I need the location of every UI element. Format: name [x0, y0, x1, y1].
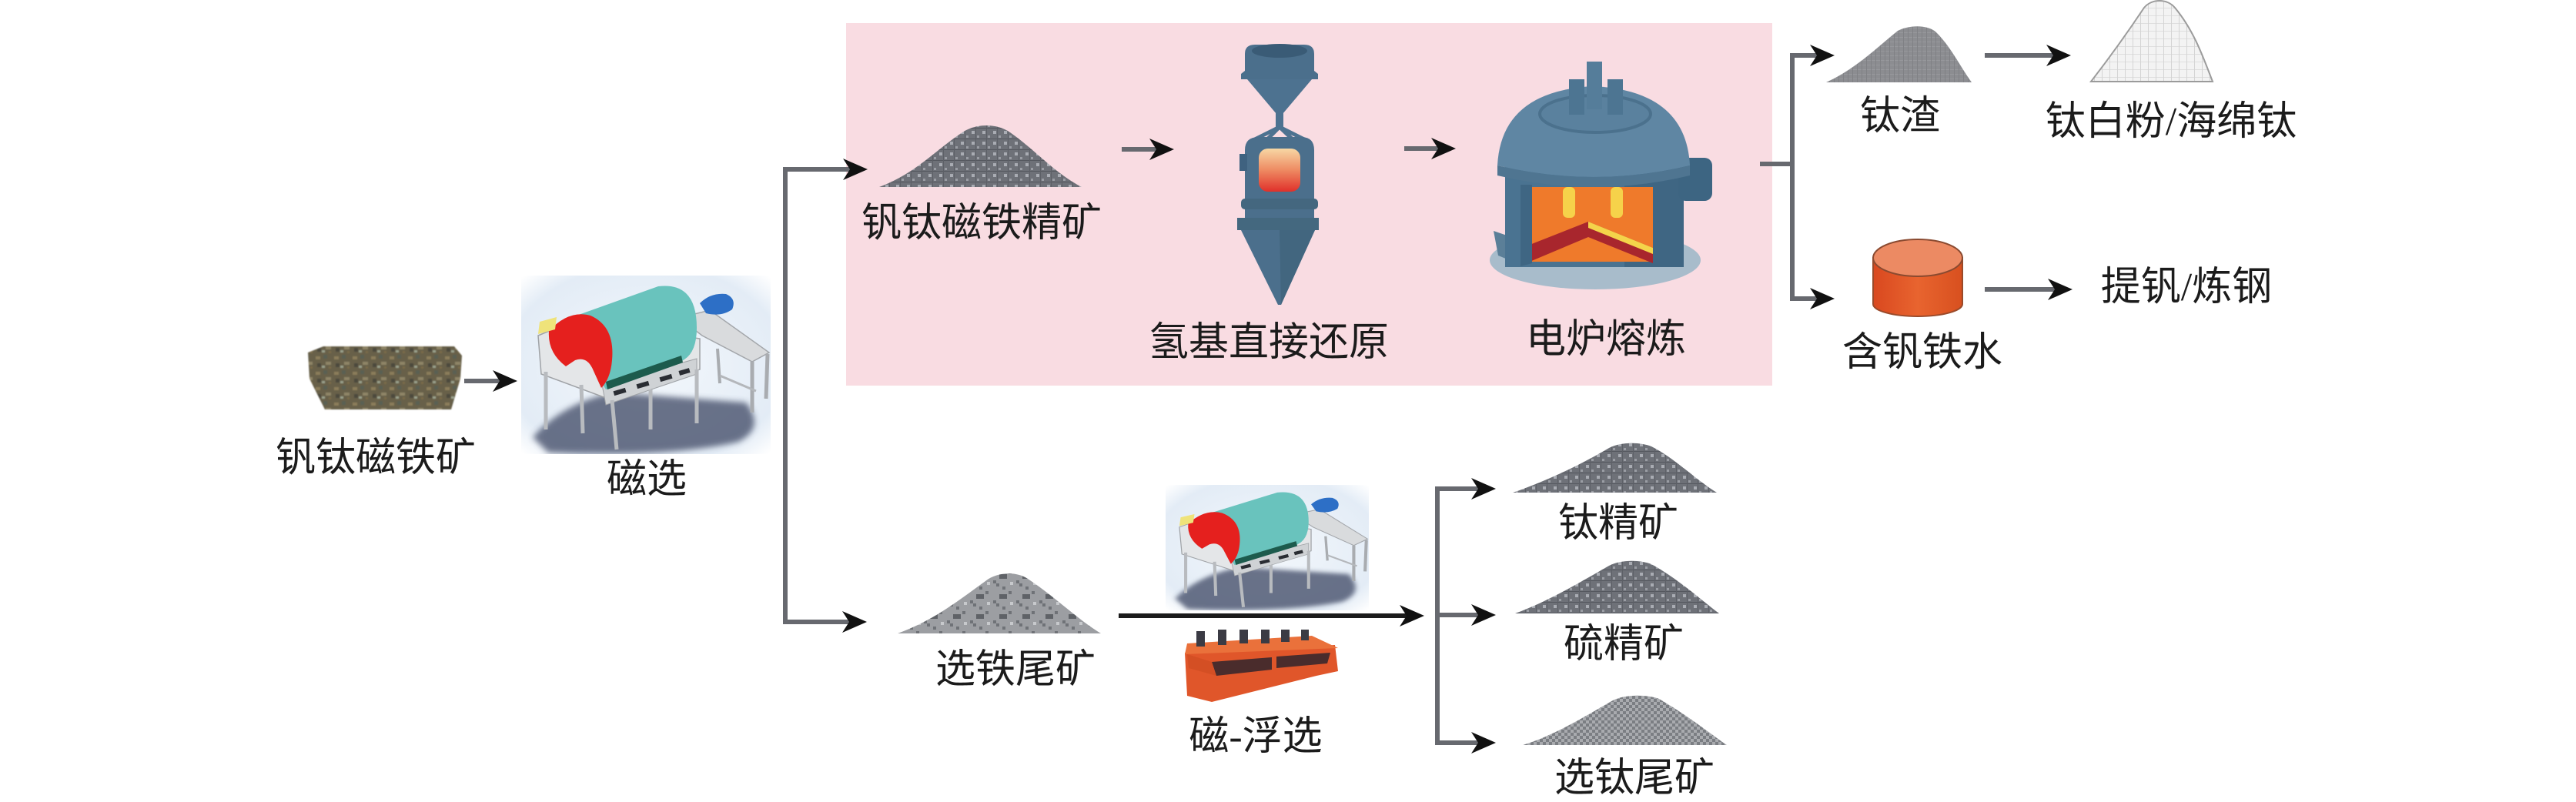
label-titanium-slag: 钛渣	[1860, 95, 1940, 139]
label-titanium-products: 钛白粉/海绵钛	[2046, 100, 2297, 144]
connectors	[464, 45, 2073, 754]
label-vanadium-extraction-steelmaking: 提钒/炼钢	[2101, 266, 2272, 309]
labels: 钒钛磁铁矿 磁选 钒钛磁铁精矿 氢基直接还原 电炉熔炼 钛渣 钛白粉/海绵钛 含…	[276, 95, 2297, 800]
magnetic-separator-small-icon	[1166, 485, 1369, 610]
sulfur-concentrate-pile-icon	[1515, 560, 1719, 613]
label-electric-furnace-smelting: 电炉熔炼	[1526, 318, 1686, 362]
label-titanium-tailings: 选钛尾矿	[1554, 757, 1715, 800]
electric-furnace-icon	[1490, 62, 1712, 289]
label-magnetic-flotation: 磁-浮选	[1189, 715, 1322, 759]
label-magnetic-separation: 磁选	[607, 458, 687, 502]
arrow-magnetic-separation-to-concentrate	[783, 159, 868, 396]
arrow-smelting-to-titanium-slag	[1790, 45, 1835, 164]
flotation-cell-icon	[1185, 630, 1338, 702]
label-vti-concentrate: 钒钛磁铁精矿	[861, 202, 1102, 246]
arrow-magnetic-separation-to-iron-tailings	[783, 396, 867, 633]
shaft-furnace-icon	[1237, 44, 1319, 305]
arrow-to-titanium-concentrate	[1435, 478, 1496, 616]
arrow-smelting-to-hot-metal	[1790, 164, 1835, 309]
label-sulfur-concentrate: 硫精矿	[1564, 623, 1684, 667]
molten-iron-icon	[1872, 239, 1963, 317]
titanium-concentrate-pile-icon	[1513, 443, 1717, 493]
label-titanium-concentrate: 钛精矿	[1558, 502, 1678, 546]
concentrate-pile-icon	[879, 125, 1082, 187]
label-iron-tailings: 选铁尾矿	[935, 648, 1096, 692]
label-raw-ore: 钒钛磁铁矿	[276, 436, 476, 480]
titanium-tailings-pile-icon	[1523, 695, 1727, 745]
label-vanadium-hot-metal: 含钒铁水	[1842, 331, 2002, 375]
ore-rock-icon	[308, 346, 462, 409]
titanium-slag-pile-icon	[1826, 26, 1972, 82]
iron-tailings-pile-icon	[898, 573, 1101, 633]
label-hydrogen-direct-reduction: 氢基直接还原	[1149, 321, 1389, 365]
arrow-to-titanium-tailings	[1435, 616, 1496, 754]
magnetic-separator-icon	[521, 276, 771, 454]
titanium-white-pile-icon	[2089, 0, 2214, 82]
